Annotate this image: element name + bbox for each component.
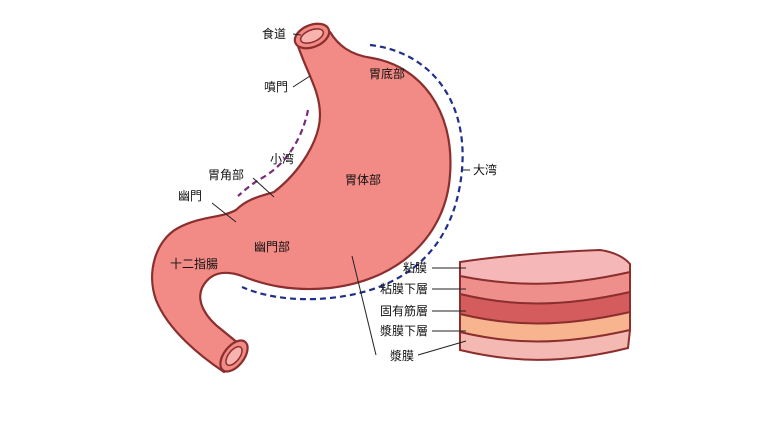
- label-subserosa: 漿膜下層: [380, 323, 428, 338]
- greater-curvature-line: [241, 43, 464, 301]
- wall-layer-block: [459, 248, 632, 361]
- label-pylorus: 幽門: [178, 189, 202, 203]
- label-angular-incisure: 胃角部: [208, 167, 244, 182]
- label-duodenum: 十二指腸: [170, 256, 218, 271]
- esophagus-opening: [293, 22, 331, 50]
- lesser-curvature-line: [237, 109, 310, 197]
- label-fundus: 胃底部: [369, 66, 405, 81]
- stomach-shape: [151, 30, 452, 374]
- label-mucosa: 粘膜: [403, 260, 427, 275]
- label-esophagus: 食道: [262, 26, 286, 41]
- label-serosa: 漿膜: [390, 348, 414, 363]
- label-body: 胃体部: [345, 172, 381, 187]
- label-antrum: 幽門部: [254, 239, 290, 254]
- layer-mucosa: [459, 248, 631, 285]
- label-lesser-curvature: 小湾: [270, 151, 294, 166]
- label-submucosa: 粘膜下層: [380, 281, 428, 296]
- label-muscularis: 固有筋層: [380, 303, 428, 318]
- duodenum-opening: [219, 339, 249, 373]
- label-cardia: 噴門: [264, 80, 288, 94]
- label-greater-curvature: 大湾: [473, 162, 497, 177]
